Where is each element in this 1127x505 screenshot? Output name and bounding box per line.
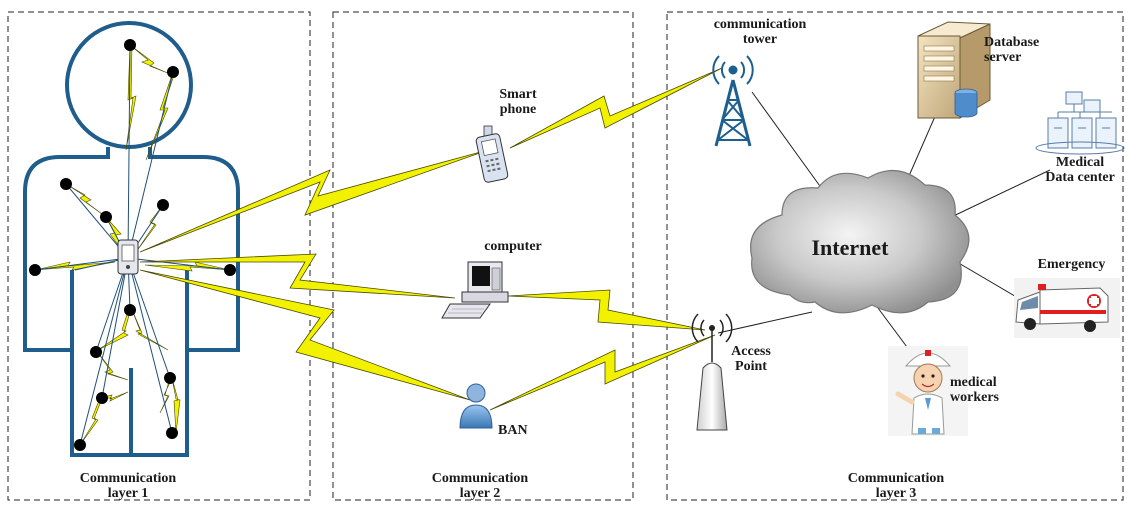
layer1-label: Communication layer 1 [79,471,177,501]
hub-spokes [34,44,231,446]
human-body-icon [23,21,240,457]
layer2-box [332,11,634,501]
database-server-label: Database server [984,35,1040,65]
emergency-label: Emergency [1037,257,1106,272]
medical-workers-label: medical workers [950,375,999,405]
smart-phone-icon [475,125,509,183]
communication-tower-icon [712,55,754,147]
wireless-links [139,67,723,411]
layer2-label: Communication layer 2 [431,471,529,501]
communication-tower-label: communication tower [713,17,807,47]
medical-worker-icon [888,346,968,436]
internet-label: Internet [811,235,889,260]
layer3-label: Communication layer 3 [847,471,945,501]
ban-label: BAN [498,423,528,438]
access-point-icon [691,313,733,431]
body-sensors [29,39,236,451]
access-point-label: Access Point [731,344,771,374]
ambulance-icon [1014,278,1120,338]
database-server-icon [917,21,991,119]
computer-icon [441,261,509,319]
internet-cloud-icon [750,169,970,314]
body-hub-device-icon [117,239,139,275]
medical-data-center-icon [1035,91,1125,155]
layer3-box [666,11,1124,501]
smart-phone-label: Smart phone [499,87,537,117]
ban-person-icon [459,383,493,429]
medical-data-center-label: Medical Data center [1045,155,1115,185]
computer-label: computer [484,239,542,254]
